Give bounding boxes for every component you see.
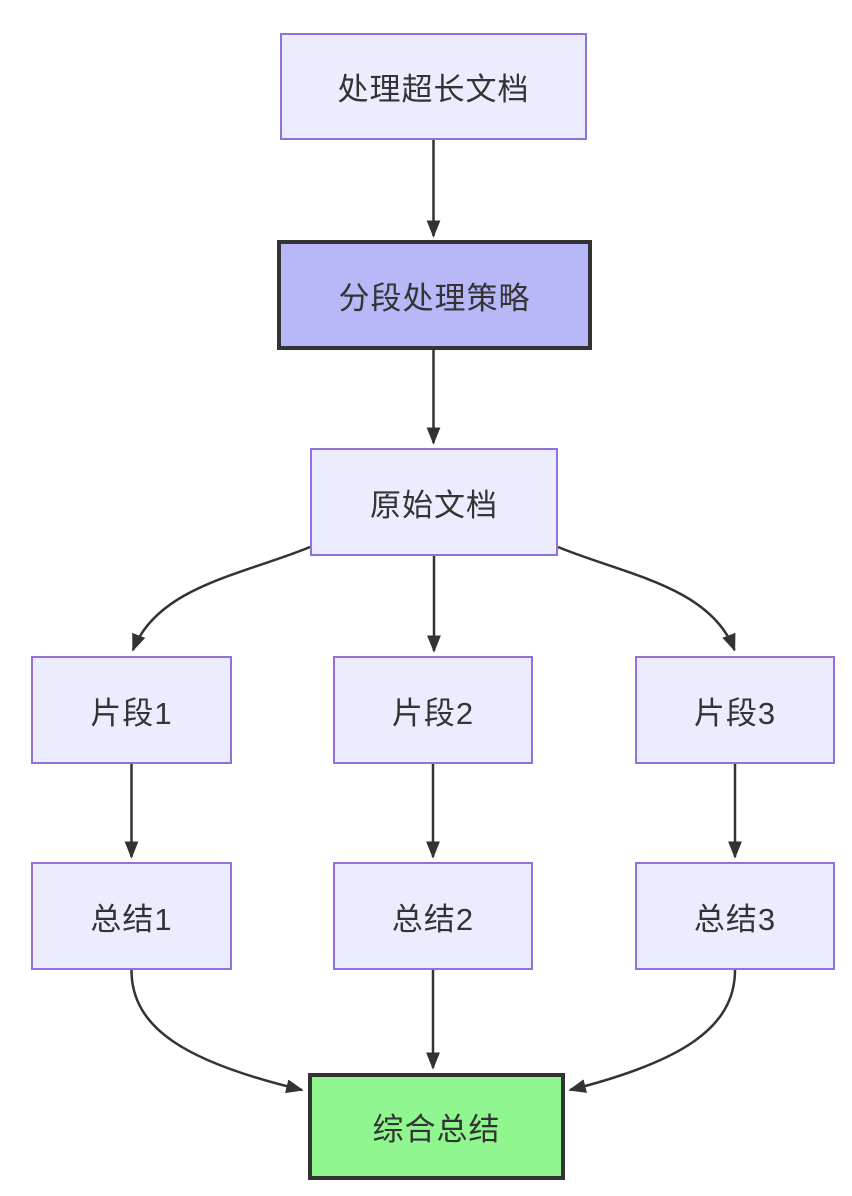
node-fragment-1: 片段1 xyxy=(31,656,232,764)
node-segmentation-strategy-label: 分段处理策略 xyxy=(338,280,531,316)
node-final-summary: 综合总结 xyxy=(308,1073,565,1180)
node-summary-2: 总结2 xyxy=(333,862,533,970)
node-segmentation-strategy: 分段处理策略 xyxy=(277,240,592,350)
node-summary-3-label: 总结3 xyxy=(693,901,777,937)
node-fragment-3: 片段3 xyxy=(635,656,835,764)
node-summary-1-label: 总结1 xyxy=(90,901,173,937)
node-final-summary-label: 综合总结 xyxy=(372,1112,501,1147)
node-fragment-1-label: 片段1 xyxy=(90,695,173,731)
node-fragment-2-label: 片段2 xyxy=(391,695,475,731)
node-summary-3: 总结3 xyxy=(635,862,835,970)
node-fragment-3-label: 片段3 xyxy=(693,695,777,731)
node-handle-long-document-label: 处理超长文档 xyxy=(337,72,530,107)
node-handle-long-document: 处理超长文档 xyxy=(280,33,587,140)
edge-i-j xyxy=(568,969,737,1093)
node-fragment-2: 片段2 xyxy=(333,656,533,764)
edge-g-j xyxy=(130,969,304,1094)
edge-c-d xyxy=(131,545,311,652)
node-original-document: 原始文档 xyxy=(310,448,558,556)
edge-c-f xyxy=(557,545,736,652)
node-summary-1: 总结1 xyxy=(31,862,232,970)
node-original-document-label: 原始文档 xyxy=(370,487,498,523)
node-summary-2-label: 总结2 xyxy=(391,901,475,937)
